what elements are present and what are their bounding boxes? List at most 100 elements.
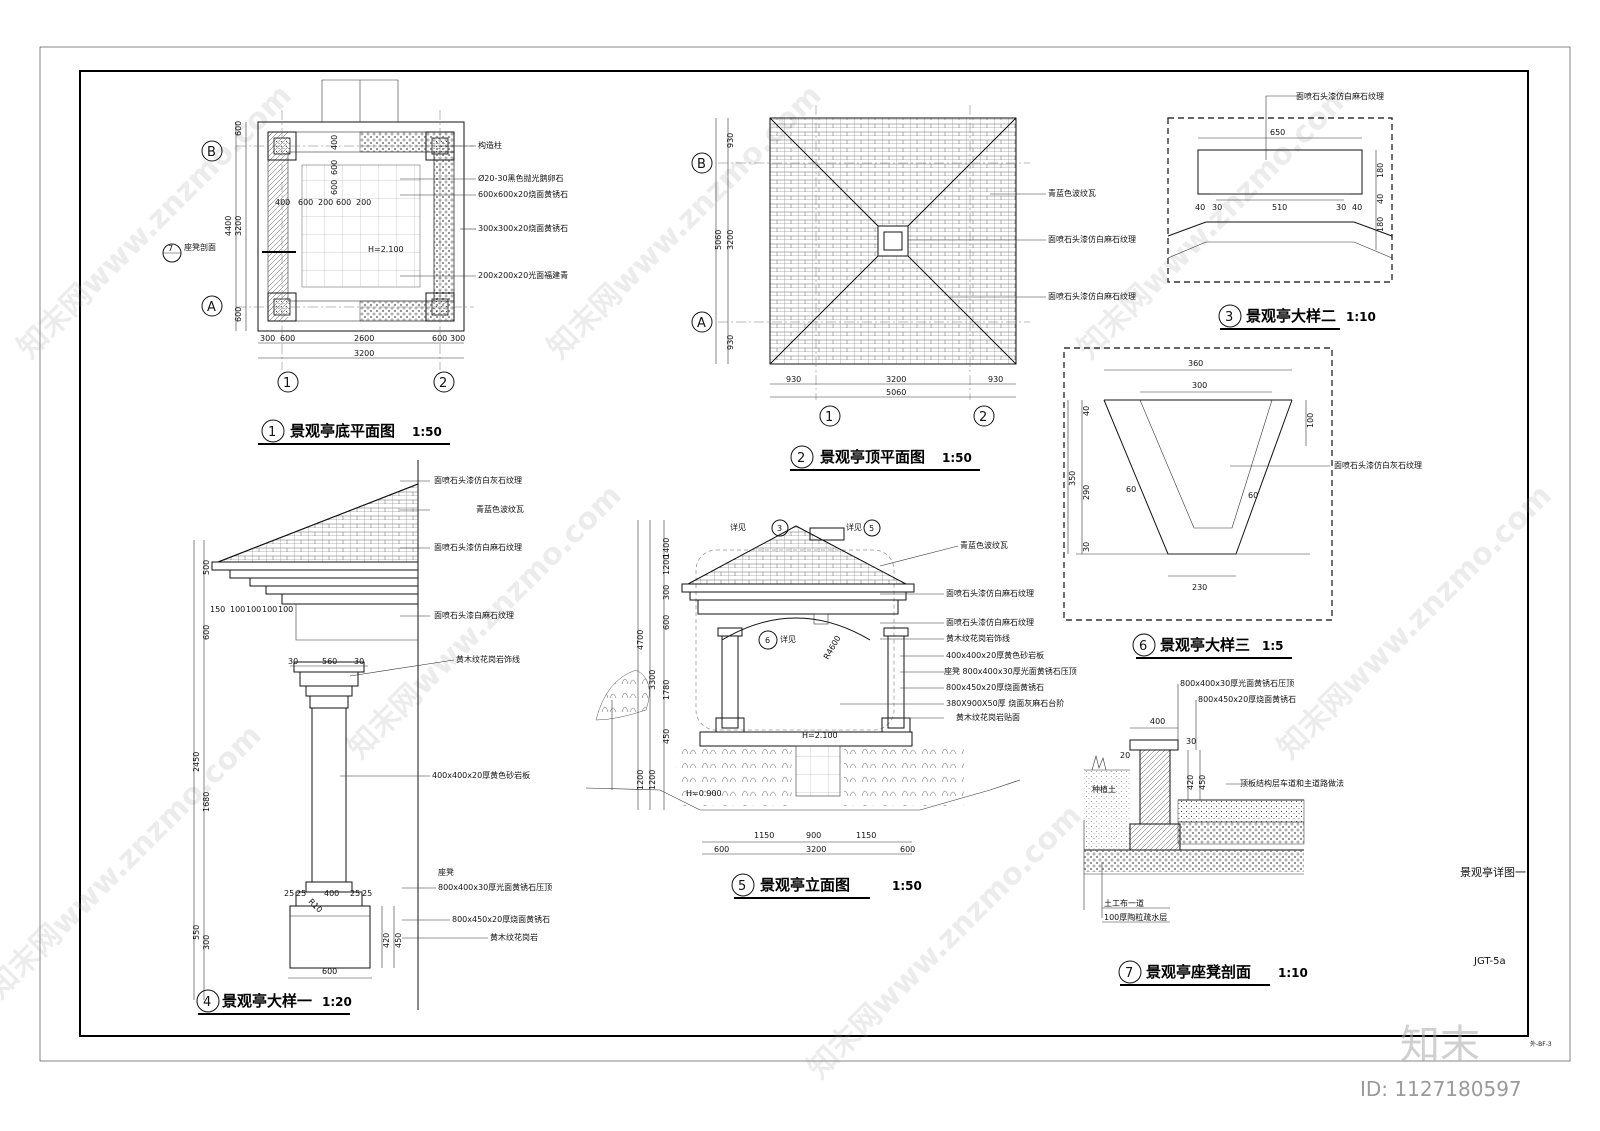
svg-text:25: 25 [284, 889, 294, 898]
svg-text:1150: 1150 [856, 831, 876, 840]
svg-text:600: 600 [202, 625, 211, 640]
svg-text:黄木纹花岗岩饰线: 黄木纹花岗岩饰线 [456, 654, 520, 664]
svg-text:600: 600 [234, 307, 243, 322]
svg-text:650: 650 [1270, 128, 1285, 137]
detail-three: 360 300 40 290 30 350 100 60 60 230 面喷石头… [1063, 347, 1422, 659]
svg-text:3200: 3200 [806, 845, 826, 854]
svg-text:600: 600 [298, 198, 313, 207]
svg-text:座凳剖面: 座凳剖面 [184, 242, 216, 252]
svg-text:30: 30 [1212, 203, 1222, 212]
svg-text:1150: 1150 [754, 831, 774, 840]
svg-text:座凳 800x400x30厚光面黄锈石压顶: 座凳 800x400x30厚光面黄锈石压顶 [944, 666, 1077, 676]
svg-text:2: 2 [979, 410, 987, 425]
svg-text:座凳: 座凳 [438, 867, 454, 877]
svg-text:200: 200 [318, 198, 333, 207]
svg-text:7: 7 [1125, 966, 1133, 981]
svg-text:7: 7 [168, 244, 173, 253]
svg-text:5: 5 [738, 879, 746, 894]
svg-text:400x400x20厚黄色砂岩板: 400x400x20厚黄色砂岩板 [946, 650, 1044, 660]
svg-text:黄木纹花岗岩贴面: 黄木纹花岗岩贴面 [956, 712, 1020, 722]
svg-text:600: 600 [900, 845, 915, 854]
watermark-text: 知末网www.znzmo.com [801, 798, 1089, 1086]
svg-text:Ø20-30黑色抛光鹅卵石: Ø20-30黑色抛光鹅卵石 [478, 173, 564, 183]
svg-text:380X900X50厚 烧面灰麻石台阶: 380X900X50厚 烧面灰麻石台阶 [946, 698, 1064, 708]
watermark-text: 知末网www.znzmo.com [11, 78, 299, 366]
svg-text:6: 6 [1139, 639, 1147, 654]
svg-text:25: 25 [350, 889, 360, 898]
svg-text:600: 600 [336, 198, 351, 207]
svg-text:25: 25 [296, 889, 306, 898]
svg-text:420: 420 [1186, 775, 1195, 790]
svg-text:详见: 详见 [730, 522, 746, 532]
svg-text:360: 360 [1188, 359, 1203, 368]
svg-text:150: 150 [210, 605, 225, 614]
svg-text:420: 420 [382, 933, 391, 948]
title-seat-section: 景观亭座凳剖面 [1146, 963, 1251, 981]
svg-text:H=2.100: H=2.100 [802, 731, 838, 740]
elevation: 1400 1200 300 600 4700 3300 1780 450 120… [585, 519, 1077, 899]
roof-plan: 930 3200 930 5060 930 3200 930 5060 B A … [691, 105, 1136, 471]
outer-frame [39, 46, 1571, 1062]
svg-text:300: 300 [450, 334, 465, 343]
image-id: ID: 1127180597 [1360, 1077, 1522, 1101]
svg-text:面喷石头漆仿白麻石纹理: 面喷石头漆仿白麻石纹理 [1048, 291, 1136, 301]
svg-text:900: 900 [806, 831, 821, 840]
svg-text:2450: 2450 [192, 752, 201, 772]
svg-text:40: 40 [1082, 406, 1091, 416]
title-detail-one: 景观亭大样一 [222, 992, 312, 1010]
svg-text:3200: 3200 [726, 230, 735, 250]
svg-text:3: 3 [777, 524, 782, 533]
svg-text:1780: 1780 [662, 680, 671, 700]
svg-text:H=2.100: H=2.100 [368, 245, 404, 254]
svg-text:200x200x20光面福建青: 200x200x20光面福建青 [478, 270, 568, 280]
svg-text:面喷石头漆仿白麻石纹理: 面喷石头漆仿白麻石纹理 [1296, 91, 1384, 101]
svg-text:510: 510 [1272, 203, 1287, 212]
svg-text:930: 930 [988, 375, 1003, 384]
svg-text:1:50: 1:50 [942, 451, 972, 465]
watermark-text: 知末网www.znzmo.com [1271, 478, 1559, 766]
title-detail-three: 景观亭大样三 [1160, 636, 1250, 654]
svg-text:600: 600 [234, 121, 243, 136]
svg-text:A: A [207, 300, 216, 315]
svg-text:5060: 5060 [714, 230, 723, 250]
svg-text:400: 400 [324, 889, 339, 898]
svg-text:面喷石头漆仿白灰石纹理: 面喷石头漆仿白灰石纹理 [434, 475, 522, 485]
svg-text:930: 930 [726, 133, 735, 148]
svg-text:300: 300 [662, 585, 671, 600]
svg-text:400: 400 [275, 198, 290, 207]
svg-text:40: 40 [1352, 203, 1362, 212]
svg-text:1:50: 1:50 [412, 425, 442, 439]
svg-text:600: 600 [330, 160, 339, 175]
svg-text:3200: 3200 [886, 375, 906, 384]
svg-text:1:5: 1:5 [1262, 639, 1284, 653]
svg-text:600: 600 [714, 845, 729, 854]
svg-text:600: 600 [662, 615, 671, 630]
svg-text:600: 600 [432, 334, 447, 343]
svg-text:100: 100 [262, 605, 277, 614]
svg-text:面喷石头漆仿白灰石纹理: 面喷石头漆仿白灰石纹理 [1334, 460, 1422, 470]
svg-text:详见: 详见 [846, 522, 862, 532]
svg-text:230: 230 [1192, 583, 1207, 592]
svg-text:800x400x30厚光面黄锈石压顶: 800x400x30厚光面黄锈石压顶 [1180, 678, 1294, 688]
svg-text:500: 500 [202, 560, 211, 575]
svg-text:400: 400 [330, 135, 339, 150]
svg-text:青蓝色波纹瓦: 青蓝色波纹瓦 [476, 504, 524, 514]
svg-text:1680: 1680 [202, 792, 211, 812]
svg-text:1200: 1200 [662, 555, 671, 575]
svg-text:400: 400 [1150, 717, 1165, 726]
title-roof-plan: 景观亭顶平面图 [820, 448, 925, 466]
svg-text:H=0.900: H=0.900 [686, 789, 722, 798]
svg-text:1200: 1200 [648, 770, 657, 790]
svg-text:800x450x20厚烧面黄锈石: 800x450x20厚烧面黄锈石 [946, 682, 1044, 692]
svg-text:600: 600 [330, 180, 339, 195]
svg-text:1: 1 [825, 410, 833, 425]
svg-text:60: 60 [1126, 485, 1136, 494]
svg-text:180: 180 [1376, 163, 1385, 178]
svg-text:1:10: 1:10 [1346, 310, 1376, 324]
svg-text:800x450x20厚烧面黄锈石: 800x450x20厚烧面黄锈石 [452, 914, 550, 924]
svg-text:100厚陶粒疏水层: 100厚陶粒疏水层 [1104, 912, 1167, 922]
svg-text:黄木纹花岗岩: 黄木纹花岗岩 [490, 932, 538, 942]
svg-text:600: 600 [280, 334, 295, 343]
svg-text:100: 100 [1306, 413, 1315, 428]
base-plan: 600 3200 600 4400 300 600 2600 600 300 3… [162, 79, 568, 445]
